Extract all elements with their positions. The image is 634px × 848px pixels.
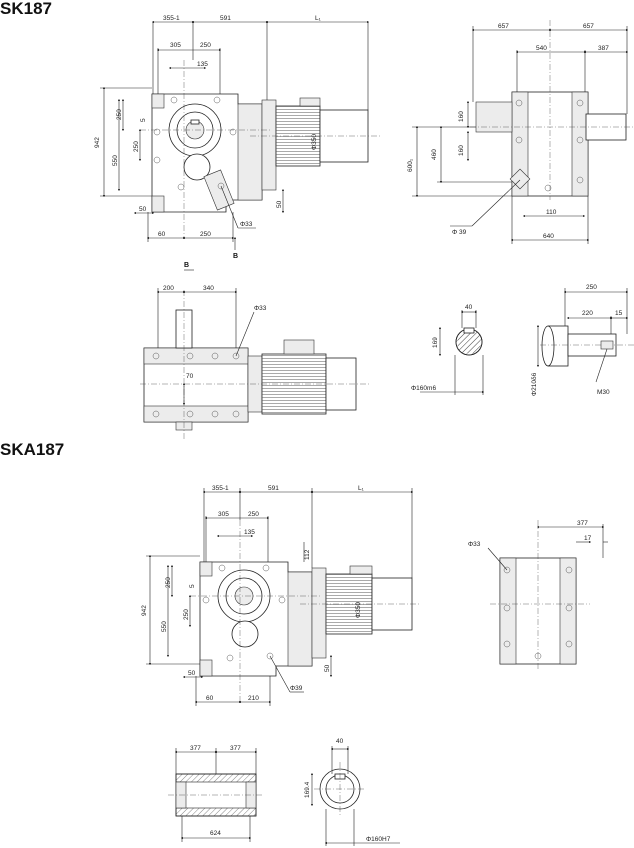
dim-40-shaft: 40 [465, 304, 473, 311]
dim-250-left: 250 [116, 109, 123, 120]
ska-dim-60: 60 [206, 695, 214, 702]
dim-160-top: 160 [458, 111, 465, 122]
dim-50-vert: 50 [276, 200, 283, 208]
section-mark-b-left: B [184, 262, 189, 269]
ska-dim-305: 305 [218, 511, 229, 518]
ska-dim-17: 17 [584, 535, 592, 542]
dim-l1: L₁ [315, 15, 322, 22]
dim-60: 60 [158, 231, 166, 238]
dim-135: 135 [197, 61, 208, 68]
sk187-shaft-section: 40 169 Φ160m6 [411, 304, 485, 395]
dim-600: 600₁ [407, 158, 414, 172]
dim-phi350: Φ350 [311, 134, 318, 150]
ska-dim-550: 550 [161, 621, 168, 632]
dim-phi39-side: Φ 39 [452, 229, 467, 236]
ska-dim-210: 210 [248, 695, 259, 702]
ska-dim-135: 135 [244, 529, 255, 536]
ska-dim-50-vert: 50 [324, 664, 331, 672]
dim-640: 640 [543, 233, 554, 240]
dim-250-top: 250 [200, 42, 211, 49]
ska-dim-250-top: 250 [248, 511, 259, 518]
dim-15: 15 [615, 310, 623, 317]
ska-dim-377-left: 377 [190, 745, 201, 752]
dim-5: 5 [140, 118, 147, 122]
ska187-front-view: 355-1 591 L₁ 305 250 135 112 942 550 250… [141, 485, 420, 706]
ska-dim-377: 377 [577, 520, 588, 527]
dim-phi33: Φ33 [240, 221, 253, 228]
ska-dim-112: 112 [304, 549, 311, 560]
dim-70: 70 [186, 373, 194, 380]
sk187-shaft-side: 250 220 15 Φ210δ6 M30 [531, 284, 634, 396]
dim-540: 540 [536, 45, 547, 52]
dim-phi33-top: Φ33 [254, 305, 267, 312]
dim-550: 550 [112, 155, 119, 166]
ska-dim-169-4: 169.4 [304, 781, 311, 798]
ska-dim-phi39: Φ39 [290, 685, 303, 692]
ska-dim-phi160h7: Φ160H7 [366, 836, 391, 843]
dim-942: 942 [94, 137, 101, 148]
sk187-front-view: 355-1 591 L₁ 305 250 135 942 550 250 250… [94, 15, 380, 271]
dim-387: 387 [598, 45, 609, 52]
dim-phi160m6: Φ160m6 [411, 385, 436, 392]
sk187-title: SK187 [0, 0, 52, 18]
dim-250-shaft: 250 [586, 284, 597, 291]
dim-phi210: Φ210δ6 [531, 372, 538, 396]
ska-dim-phi33: Φ33 [468, 541, 481, 548]
ska-dim-50: 50 [188, 670, 196, 677]
dim-355-1: 355-1 [163, 15, 180, 22]
ska187-side-view: 377 17 Φ33 [468, 520, 608, 670]
ska-dim-942: 942 [141, 605, 148, 616]
dim-657-left: 657 [498, 23, 509, 30]
ska-dim-377-right: 377 [230, 745, 241, 752]
dim-110: 110 [546, 209, 557, 216]
dim-m30: M30 [597, 389, 610, 396]
dim-50: 50 [139, 206, 147, 213]
sk187-side-view: 657 657 540 387 160 160 460 600₁ Φ 39 11… [407, 20, 634, 244]
dim-200: 200 [163, 285, 174, 292]
dim-250-bottom: 250 [200, 231, 211, 238]
ska-dim-40: 40 [336, 738, 344, 745]
ska-dim-624: 624 [210, 830, 221, 837]
dim-591: 591 [220, 15, 231, 22]
ska-dim-l1: L₁ [358, 485, 365, 492]
ska-dim-phi350: Φ350 [355, 602, 362, 618]
dim-305: 305 [170, 42, 181, 49]
ska-dim-5: 5 [189, 584, 196, 588]
ska187-bore-section: 40 169.4 Φ160H7 [304, 738, 400, 846]
dim-220: 220 [582, 310, 593, 317]
dim-340: 340 [203, 285, 214, 292]
dim-657-right: 657 [583, 23, 594, 30]
ska-dim-355-1: 355-1 [212, 485, 229, 492]
ska-dim-591: 591 [268, 485, 279, 492]
ska-dim-250-mid: 250 [183, 609, 190, 620]
ska-dim-250-left: 250 [165, 577, 172, 588]
dim-460: 460 [431, 149, 438, 160]
section-mark-b-right: B [233, 253, 238, 260]
ska187-hollow-shaft: 377 377 624 [168, 745, 264, 842]
ska187-title: SKA187 [0, 440, 64, 459]
dim-169: 169 [432, 337, 439, 348]
dim-160-bottom: 160 [458, 145, 465, 156]
sk187-top-view: 200 340 Φ33 70 [140, 285, 370, 440]
dim-250-mid: 250 [133, 141, 140, 152]
